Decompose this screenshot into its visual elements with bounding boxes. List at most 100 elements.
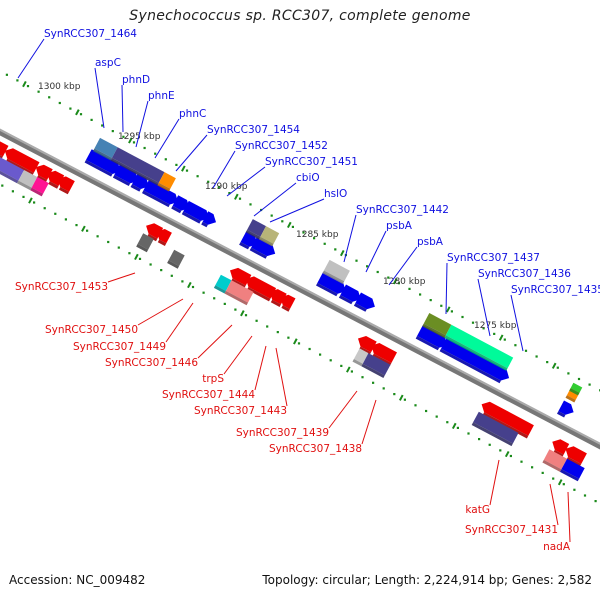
tick-dot: [11, 190, 14, 193]
gene-label: trpS: [202, 373, 224, 385]
tick-dot: [387, 276, 390, 279]
tick-dot: [340, 364, 343, 367]
tick-dot: [132, 141, 136, 144]
tick-dot: [425, 409, 428, 413]
tick-dot: [499, 449, 502, 452]
gene-feature-shade: [224, 290, 248, 306]
gene-label: SynRCC307_1446: [105, 357, 198, 369]
gene-feature-shade: [560, 469, 580, 482]
gene-feature-body: [565, 446, 587, 464]
tick-dot: [440, 304, 443, 307]
gene-feature: [181, 200, 209, 224]
tick-dot: [238, 197, 242, 200]
major-tick: [81, 225, 86, 232]
gene-feature-shade: [259, 236, 274, 247]
gene-feature-body: [362, 353, 391, 376]
gene-label: nadA: [543, 541, 571, 553]
tick-dot: [117, 246, 120, 249]
tick-dot: [287, 336, 290, 339]
gene-label: SynRCC307_1453: [15, 281, 108, 293]
gene-feature: [322, 259, 350, 284]
gene-feature-shade: [110, 157, 159, 186]
tick-dot: [334, 248, 337, 251]
gene-feature-body: [260, 226, 280, 244]
gene-feature: [280, 294, 296, 312]
leader-line: [94, 67, 105, 129]
gene-feature-body: [558, 400, 574, 415]
tick-dot: [170, 274, 173, 277]
leader-line: [137, 298, 184, 326]
major-tick: [504, 450, 510, 458]
tick-dot: [217, 186, 220, 189]
gene-feature-body: [4, 148, 40, 173]
tick-dot: [535, 355, 538, 358]
gene-feature-body: [18, 170, 38, 188]
major-tick: [498, 334, 504, 341]
tick-dot: [266, 325, 269, 328]
tick-dot: [567, 372, 570, 375]
tick-dot: [96, 235, 99, 238]
gene-label: SynRCC307_1444: [162, 389, 255, 401]
gene-feature: [230, 267, 252, 289]
gene-label: phnE: [148, 90, 175, 102]
tick-label: 1285 kbp: [296, 230, 339, 240]
gene-feature: [224, 280, 254, 306]
gene-label: cbiO: [296, 172, 320, 184]
gene-feature-shade: [239, 242, 250, 250]
major-tick: [75, 109, 80, 116]
gene-feature: [84, 149, 121, 177]
leader-line: [135, 100, 149, 148]
gene-feature: [353, 292, 375, 312]
map-title: Synechococcus sp. RCC307, complete genom…: [129, 8, 471, 24]
tick-dot: [583, 494, 587, 497]
gene-feature: [30, 177, 49, 197]
major-tick: [128, 137, 133, 144]
major-tick: [339, 249, 345, 257]
gene-feature: [93, 137, 118, 161]
tick-dot: [33, 201, 36, 204]
tick-dot: [26, 85, 30, 88]
gene-feature-body: [245, 276, 277, 299]
tick-dot: [175, 163, 178, 166]
gene-feature-shade: [361, 363, 385, 378]
gene-feature-shade: [415, 335, 440, 351]
backbone-highlight: [0, 128, 600, 446]
gene-feature-shade: [281, 305, 290, 312]
gene-feature-body: [225, 280, 254, 303]
tick-dot: [323, 242, 326, 245]
gene-feature-shade: [372, 353, 392, 366]
tick-dot: [196, 175, 199, 178]
tick-dot: [482, 327, 485, 330]
gene-feature-body: [0, 157, 25, 181]
gene-feature-body: [473, 411, 519, 444]
tick-dot: [382, 387, 385, 390]
major-tick: [134, 253, 139, 261]
tick-dot: [393, 393, 396, 396]
tick-dot: [456, 426, 459, 429]
gene-feature: [167, 249, 185, 269]
tick-dot: [122, 135, 125, 138]
gene-feature-shade: [157, 182, 171, 192]
tick-dot: [503, 338, 506, 341]
tick-dot: [467, 432, 470, 435]
tick-dot: [86, 229, 89, 232]
leader-line: [328, 390, 358, 429]
tick-label: 1300 kbp: [38, 82, 81, 92]
tick-dot: [350, 370, 353, 373]
tick-dot: [408, 287, 411, 290]
gene-feature-shade: [231, 278, 246, 289]
gene-feature-shade: [542, 459, 562, 472]
gene-label: SynRCC307_1437: [447, 252, 540, 264]
gene-feature-shade: [352, 359, 363, 367]
gene-feature-body: [570, 382, 583, 393]
genome-summary-text: Topology: circular; Length: 2,224,914 bp…: [262, 573, 592, 587]
gene-feature: [569, 382, 583, 396]
leader-line: [361, 399, 377, 445]
gene-feature-shade: [322, 270, 345, 284]
gene-feature-shade: [5, 158, 34, 176]
gene-feature: [352, 348, 369, 367]
gene-feature-shade: [136, 243, 149, 253]
gene-feature: [444, 324, 514, 371]
gene-feature-shade: [482, 412, 529, 439]
gene-label: SynRCC307_1454: [207, 124, 300, 136]
